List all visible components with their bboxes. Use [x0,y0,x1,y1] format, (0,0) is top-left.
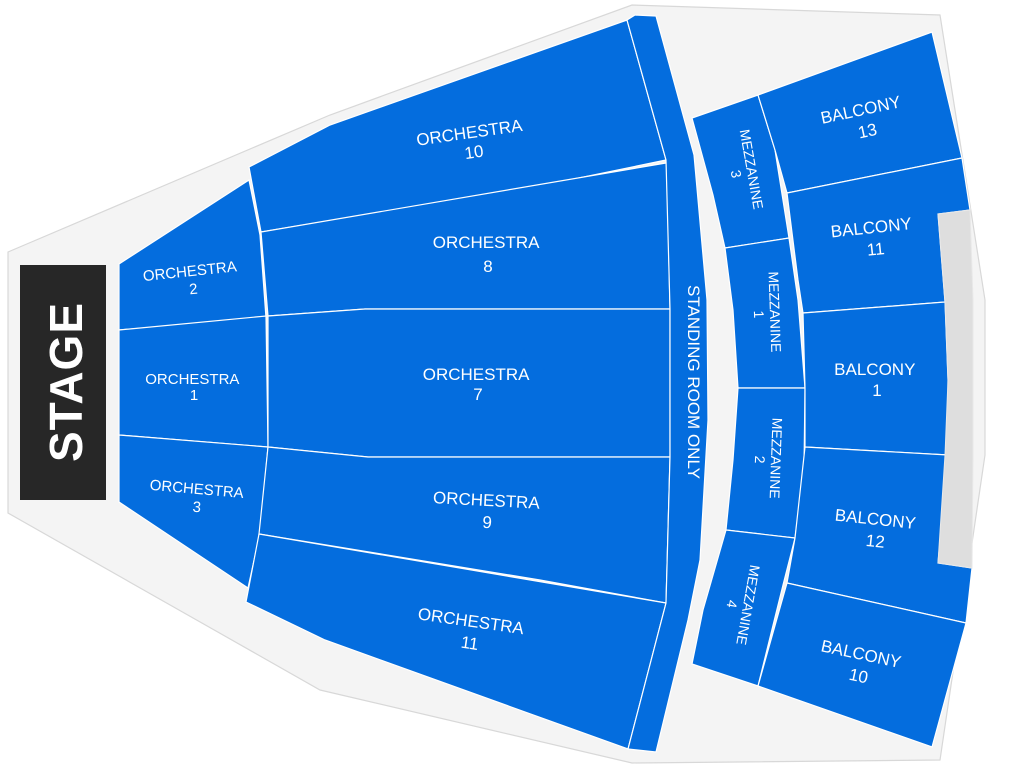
section-mezzanine-2[interactable]: MEZZANINE 2 [725,387,806,539]
section-balcony-1[interactable]: BALCONY 1 [802,301,949,456]
stage-label: STAGE [40,302,92,462]
unavailable-area [937,209,974,569]
stage: STAGE [20,265,106,500]
section-orchestra-1[interactable]: ORCHESTRA 1 [118,315,269,448]
stage-block [20,265,106,500]
section-orchestra-7[interactable]: ORCHESTRA 7 [267,308,671,458]
